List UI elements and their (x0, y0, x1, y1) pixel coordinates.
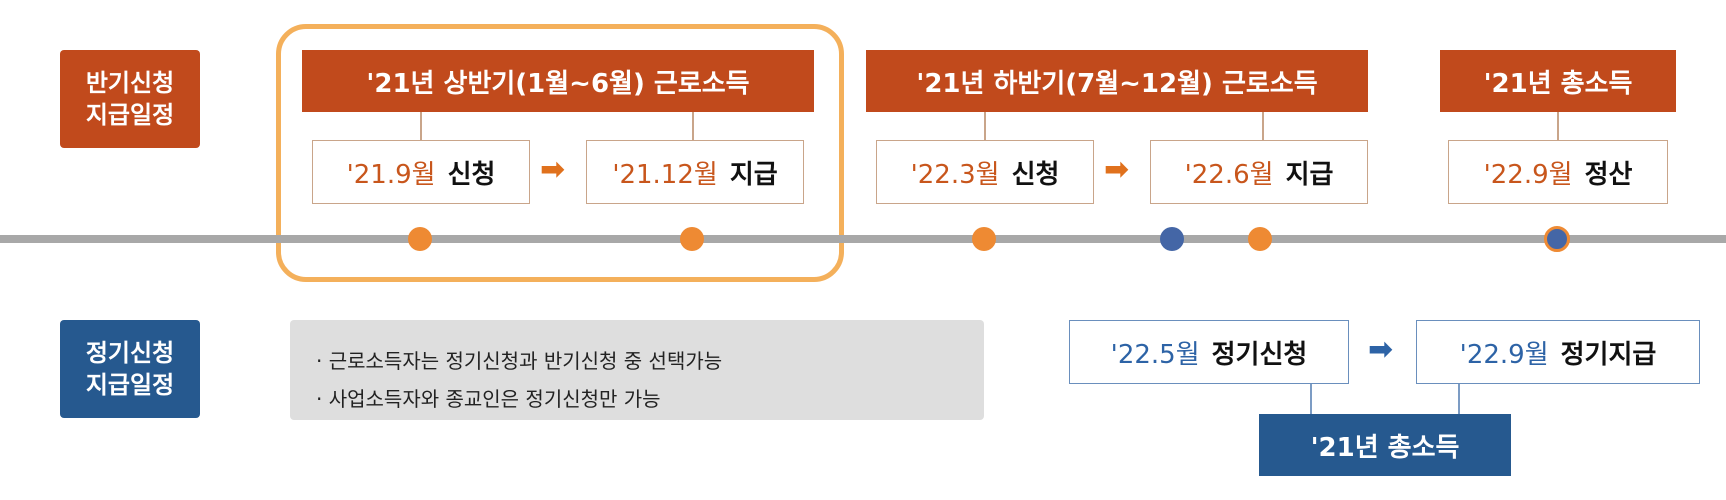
timeline-marker-2021-12 (680, 227, 704, 251)
semiannual-schedule-label: 반기신청 지급일정 (60, 50, 200, 148)
event-box-apply-2021-09: '21.9월 신청 (312, 140, 530, 204)
connector-line (1458, 384, 1460, 414)
regular-period-total-income: '21년 총소득 (1259, 414, 1511, 476)
event-box-regular-pay: '22.9월 정기지급 (1416, 320, 1700, 384)
note-line: · 근로소득자는 정기신청과 반기신청 중 선택가능 (316, 349, 723, 373)
event-action: 지급 (1285, 159, 1334, 190)
connector-line (692, 112, 694, 140)
timeline-marker-2022-05 (1160, 227, 1184, 251)
event-box-apply-2022-03: '22.3월 신청 (876, 140, 1094, 204)
period-total-income-label: '21년 총소득 (1483, 68, 1633, 99)
regular-notes-box: · 근로소득자는 정기신청과 반기신청 중 선택가능 · 사업소득자와 종교인은… (290, 320, 984, 420)
period-second-half: '21년 하반기(7월~12월) 근로소득 (866, 50, 1368, 112)
event-action: 정기신청 (1211, 339, 1308, 370)
timeline-axis (0, 235, 1726, 243)
connector-line (984, 112, 986, 140)
timeline-marker-2022-03 (972, 227, 996, 251)
connector-line (1262, 112, 1264, 140)
event-action: 신청 (1011, 159, 1060, 190)
period-first-half: '21년 상반기(1월~6월) 근로소득 (302, 50, 814, 112)
event-action: 정산 (1584, 159, 1633, 190)
event-action: 정기지급 (1560, 339, 1657, 370)
period-total-income: '21년 총소득 (1440, 50, 1676, 112)
connector-line (420, 112, 422, 140)
event-box-settle-2022-09: '22.9월 정산 (1448, 140, 1668, 204)
event-box-pay-2021-12: '21.12월 지급 (586, 140, 804, 204)
semiannual-label-line1: 반기신청 (85, 69, 175, 97)
event-box-regular-apply: '22.5월 정기신청 (1069, 320, 1349, 384)
event-action: 지급 (729, 159, 778, 190)
first-half-highlight-frame (276, 24, 844, 282)
timeline-marker-2022-06 (1248, 227, 1272, 251)
event-date: '21.9월 (346, 159, 436, 190)
semiannual-label-line2: 지급일정 (85, 101, 175, 129)
event-date: '22.5월 (1110, 339, 1200, 370)
note-line: · 사업소득자와 종교인은 정기신청만 가능 (316, 387, 661, 411)
event-date: '21.12월 (612, 159, 718, 190)
regular-label-line1: 정기신청 (85, 339, 175, 367)
regular-schedule-label: 정기신청 지급일정 (60, 320, 200, 418)
period-second-half-label: '21년 하반기(7월~12월) 근로소득 (916, 68, 1318, 99)
event-date: '22.6월 (1184, 159, 1274, 190)
event-date: '22.9월 (1483, 159, 1573, 190)
arrow-right-icon: ➡ (1368, 332, 1394, 367)
timeline-marker-2021-09 (408, 227, 432, 251)
regular-label-line2: 지급일정 (85, 371, 175, 399)
event-date: '22.9월 (1459, 339, 1549, 370)
connector-line (1557, 112, 1559, 140)
event-date: '22.3월 (910, 159, 1000, 190)
regular-period-label: '21년 총소득 (1310, 432, 1460, 463)
period-first-half-label: '21년 상반기(1월~6월) 근로소득 (366, 68, 750, 99)
event-box-pay-2022-06: '22.6월 지급 (1150, 140, 1368, 204)
event-action: 신청 (447, 159, 496, 190)
connector-line (1310, 384, 1312, 414)
arrow-right-icon: ➡ (1104, 152, 1130, 187)
timeline-marker-2022-09 (1544, 226, 1570, 252)
arrow-right-icon: ➡ (540, 152, 566, 187)
